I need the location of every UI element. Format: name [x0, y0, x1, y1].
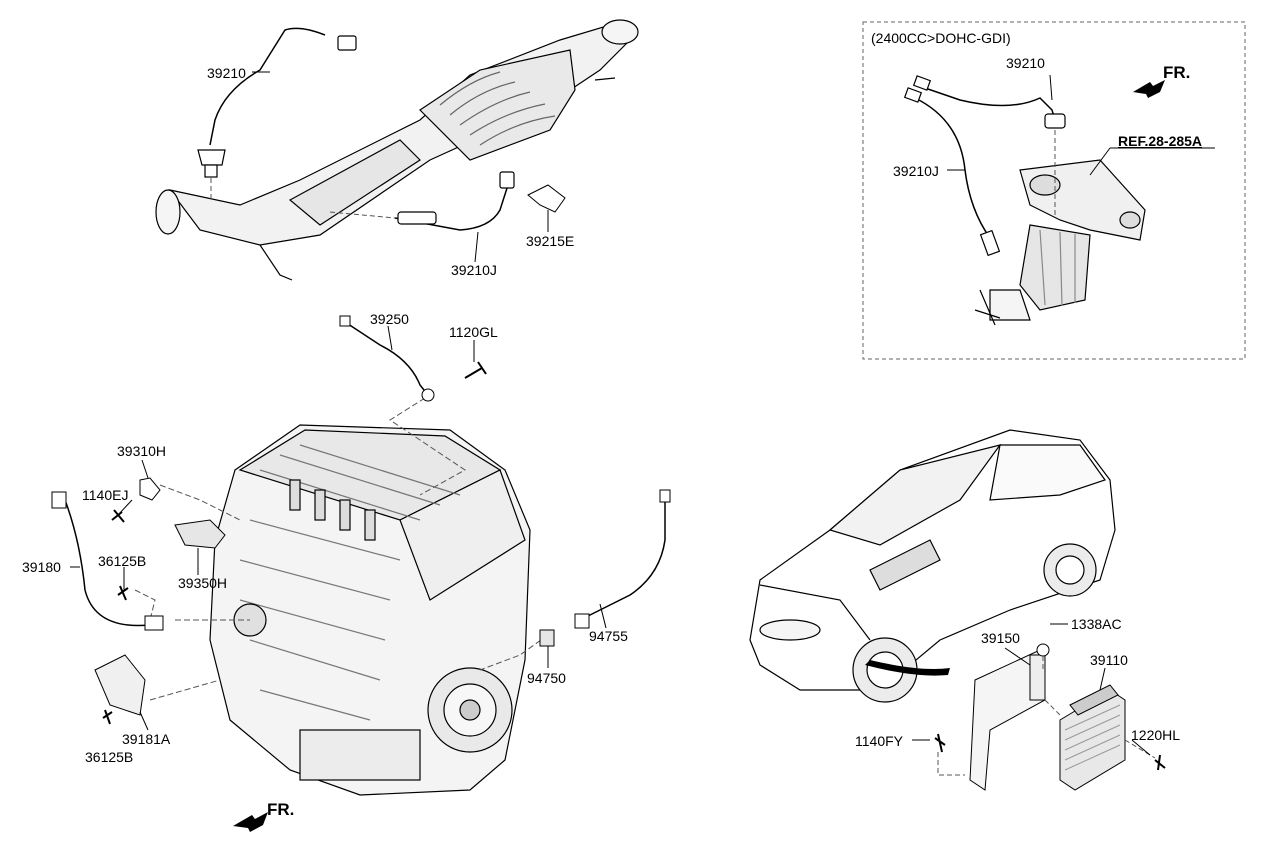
sensor-94755	[579, 500, 666, 621]
inset-engine-note: (2400CC>DOHC-GDI)	[871, 30, 1011, 46]
inset-ref-leader	[1089, 147, 1111, 176]
cam-sensor-39310H	[139, 477, 161, 501]
label-39310H[interactable]: 39310H	[117, 443, 167, 459]
label-39215E[interactable]: 39215E	[526, 233, 575, 249]
sensor-94750	[539, 629, 555, 647]
car-pointer-arrow	[865, 660, 950, 676]
inset-connectors	[903, 75, 1066, 257]
connector-94755	[659, 489, 671, 503]
knock-sensor-39250	[344, 321, 429, 396]
label-39181A[interactable]: 39181A	[122, 731, 171, 747]
crank-connector	[51, 491, 67, 509]
connector-94755-b	[574, 613, 590, 629]
exhaust-pipe-catalyst	[155, 19, 639, 281]
label-39210-top[interactable]: 39210	[207, 65, 246, 81]
bolt-1220HL	[1154, 754, 1166, 771]
ecu-ribs	[1064, 704, 1121, 771]
label-1120GL[interactable]: 1120GL	[449, 324, 498, 340]
bolt-1120GL	[464, 361, 487, 379]
nut-1338AC	[1036, 643, 1050, 657]
main-fr-arrow-icon	[233, 812, 268, 832]
o2-sensor-39210	[209, 27, 326, 146]
label-39110[interactable]: 39110	[1090, 652, 1128, 668]
label-39210J-inset[interactable]: 39210J	[893, 163, 939, 179]
label-94750[interactable]: 94750	[527, 670, 566, 686]
label-1140FY[interactable]: 1140FY	[855, 733, 903, 749]
inset-fr-arrow-icon	[1133, 80, 1165, 98]
crank-sensor-body	[144, 615, 164, 631]
leader-39210J	[329, 211, 396, 219]
label-1220HL[interactable]: 1220HL	[1131, 727, 1181, 743]
car-illustration	[749, 429, 1116, 703]
o2-sensor-39210J-parts	[397, 171, 515, 225]
label-36125B-b[interactable]: 36125B	[85, 749, 134, 765]
label-39210J-top[interactable]: 39210J	[451, 262, 497, 278]
label-94755[interactable]: 94755	[589, 628, 628, 644]
o2-sensor-parts	[197, 35, 357, 178]
ecu-connector	[1069, 684, 1119, 716]
label-leaders	[70, 71, 1151, 756]
o2-sensor-39210J	[394, 184, 509, 231]
engine-block	[209, 424, 531, 796]
inset-exhaust-manifold	[974, 159, 1146, 326]
shield-39181A	[94, 654, 146, 716]
inset-ref-label[interactable]: REF.28-285A	[1118, 133, 1203, 149]
knock-sensor-body	[421, 388, 435, 402]
bracket-tab	[1029, 654, 1046, 701]
main-fr-label: FR.	[267, 800, 295, 819]
bolt-1140FY	[934, 733, 946, 753]
inset-frame	[862, 21, 1246, 360]
bolt-36125B-a	[117, 585, 129, 601]
label-39210-inset[interactable]: 39210	[1006, 55, 1045, 71]
bracket-39350H	[174, 519, 226, 549]
bolt-36125B-b	[102, 709, 113, 725]
ecu-leaders	[937, 656, 1156, 776]
label-1140EJ[interactable]: 1140EJ	[82, 487, 129, 503]
label-1338AC[interactable]: 1338AC	[1071, 616, 1122, 632]
label-39180[interactable]: 39180	[22, 559, 61, 575]
bracket-39215E	[527, 184, 566, 213]
label-39250[interactable]: 39250	[370, 311, 409, 327]
bolt-1140EJ	[111, 509, 125, 523]
label-36125B-a[interactable]: 36125B	[98, 553, 147, 569]
inset-fr-label: FR.	[1163, 63, 1191, 82]
label-39150[interactable]: 39150	[981, 630, 1020, 646]
label-39350H[interactable]: 39350H	[178, 575, 228, 591]
crank-sensor-39180	[64, 499, 151, 627]
knock-connector	[339, 315, 351, 327]
engine-leaders	[134, 397, 549, 701]
